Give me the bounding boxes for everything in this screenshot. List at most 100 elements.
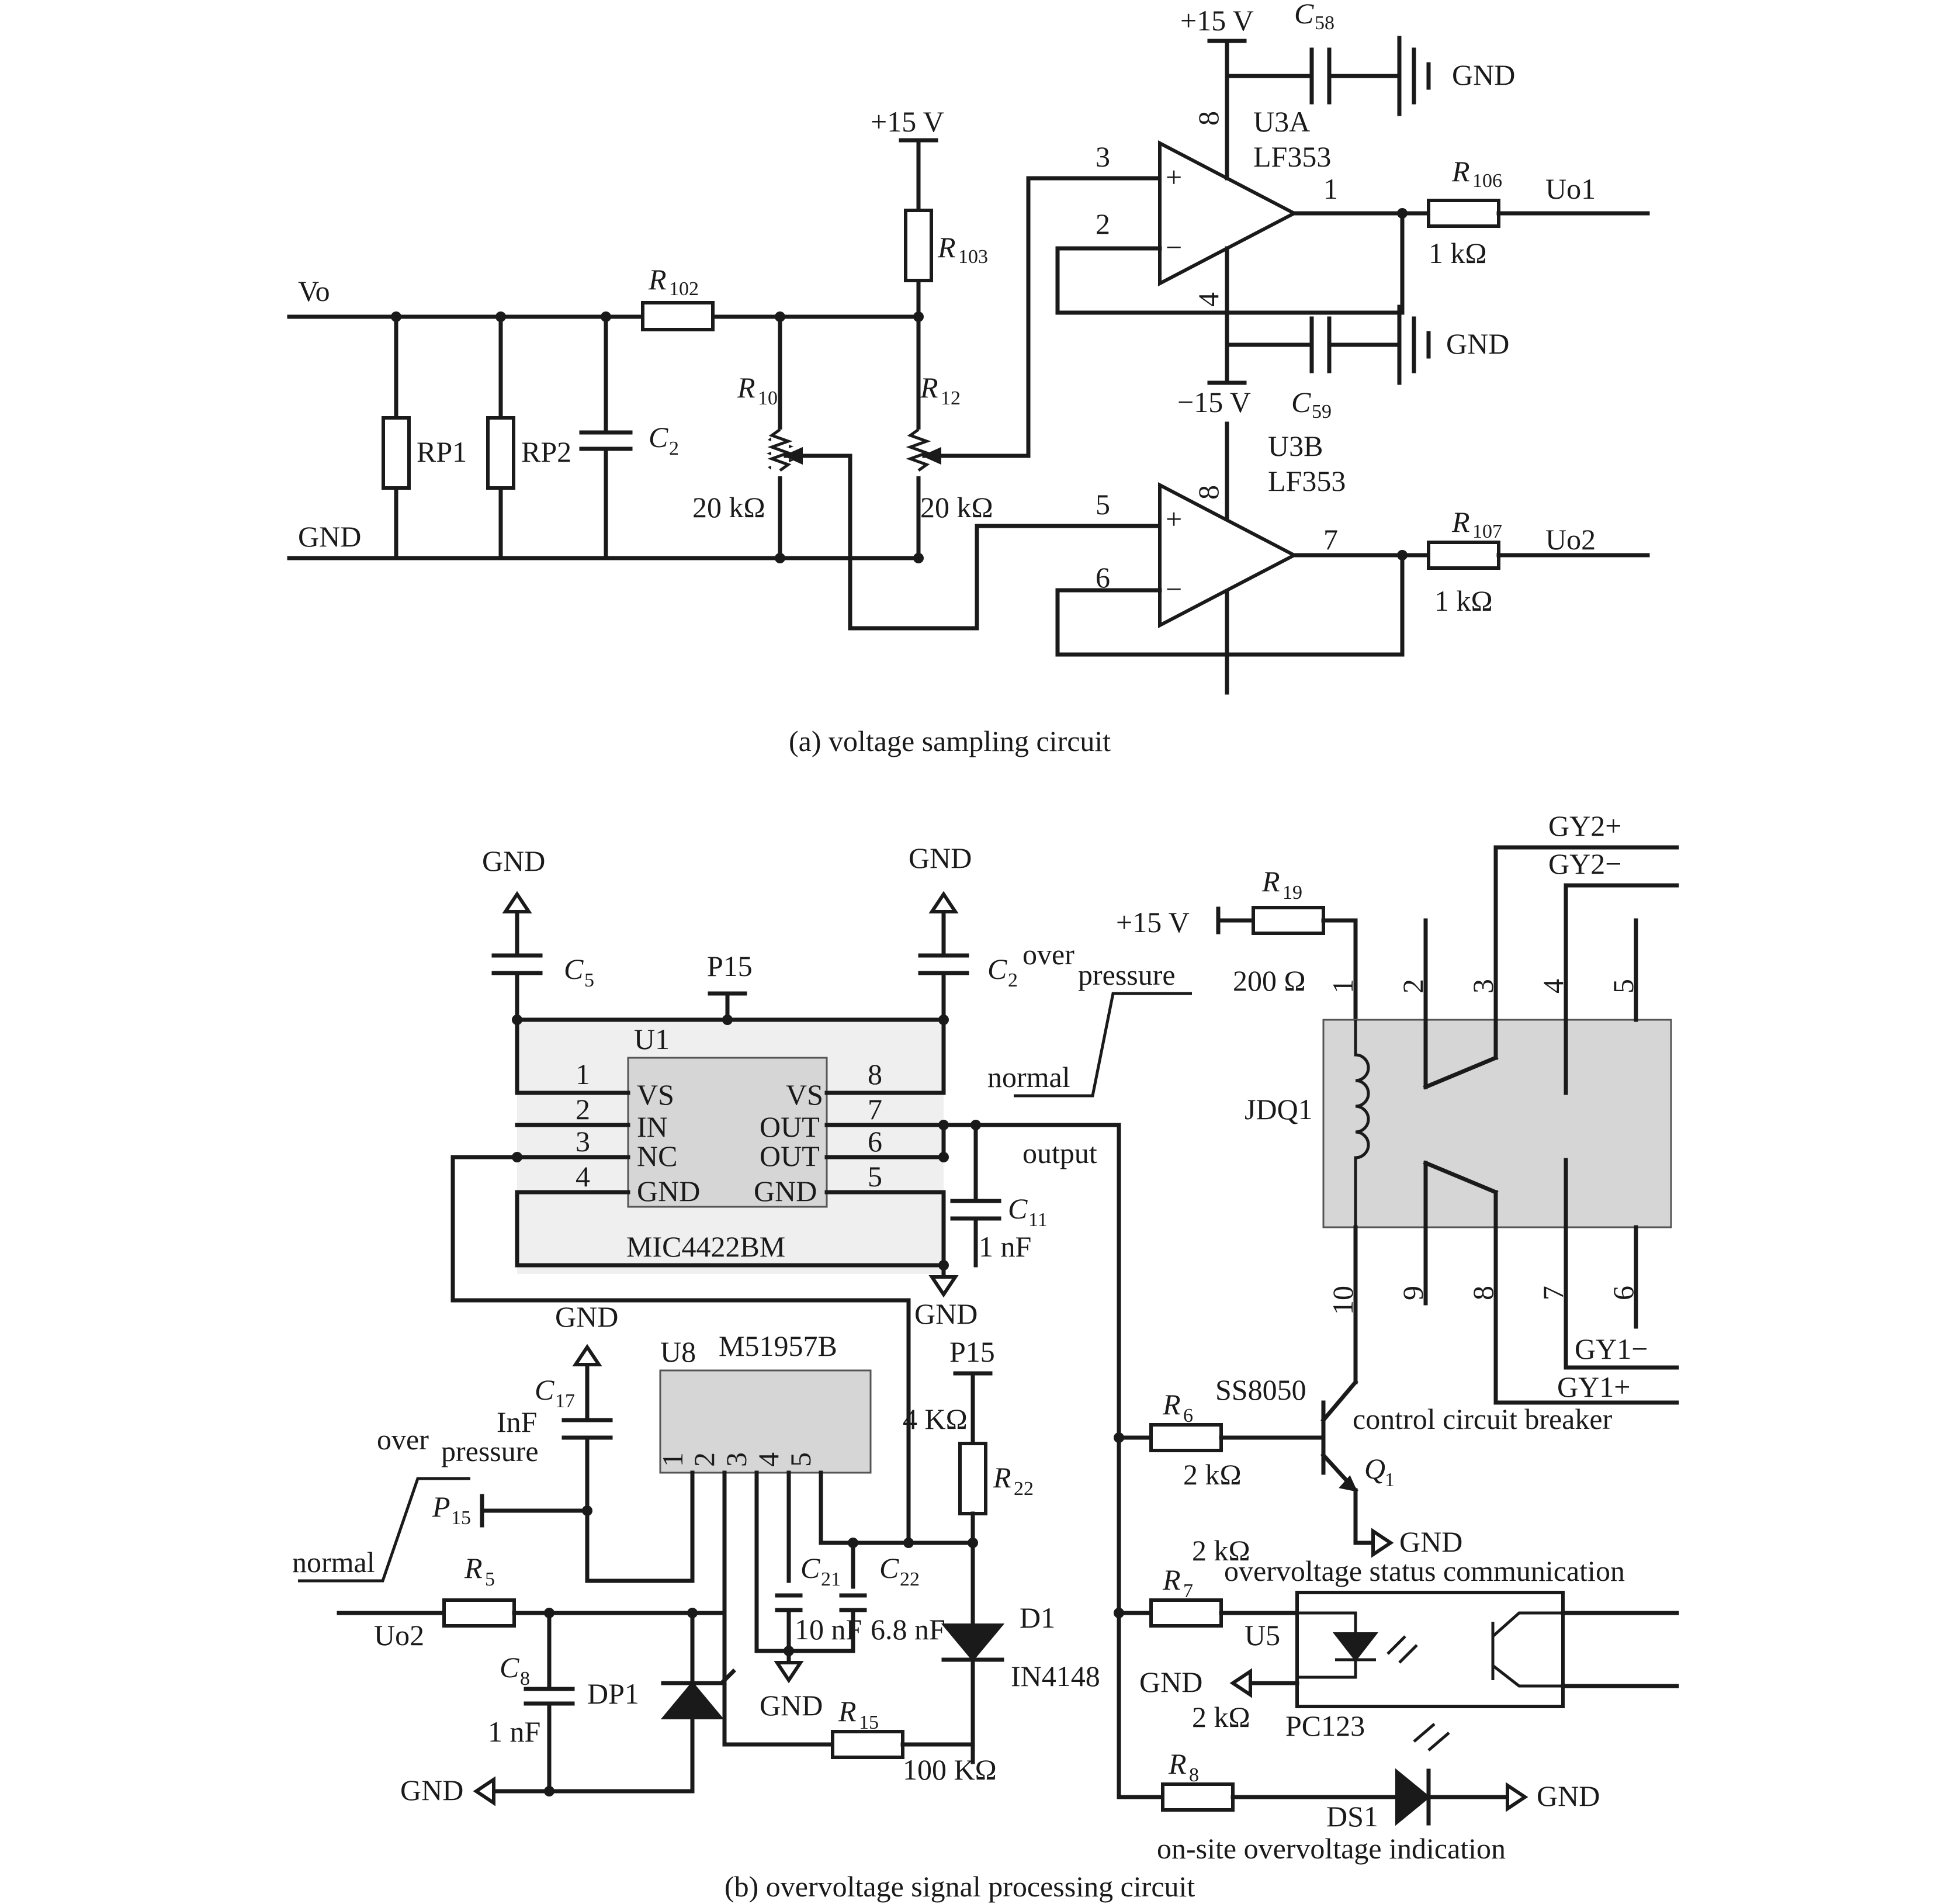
u1-pins: 1 2 3 4 VS IN NC GND 8 7 6 5 VS OUT OUT …: [576, 1058, 882, 1207]
caption-b: (b) overvoltage signal processing circui…: [725, 1870, 1195, 1903]
svg-text:R: R: [1168, 1747, 1187, 1780]
svg-text:6: 6: [1183, 1405, 1193, 1427]
u1-label: U1: [634, 1023, 670, 1055]
u3b-minus: −: [1166, 573, 1182, 605]
svg-text:R: R: [993, 1461, 1011, 1494]
gnd-c11-label: GND: [914, 1297, 978, 1330]
gy2p-label: GY2+: [1548, 809, 1621, 842]
onsite-label: on-site overvoltage indication: [1157, 1832, 1506, 1865]
overvoltage-comm-label: overvoltage status communication: [1224, 1555, 1625, 1587]
u3b-label: U3B: [1268, 430, 1323, 462]
ds1-label: DS1: [1326, 1800, 1378, 1833]
p15-u1-label: P15: [707, 950, 753, 982]
svg-text:Q: Q: [1364, 1452, 1385, 1485]
svg-text:58: 58: [1315, 12, 1334, 34]
relay-pins-bottom: 10 9 8 7 6: [1326, 1286, 1639, 1315]
svg-text:5: 5: [485, 1569, 495, 1590]
gy1m-label: GY1−: [1575, 1332, 1648, 1365]
optocoupler-u5: [1295, 1591, 1565, 1708]
svg-text:106: 106: [1472, 170, 1502, 192]
svg-text:C: C: [649, 421, 668, 454]
dp1-label: DP1: [587, 1677, 639, 1710]
p15v-top-label: +15 V: [1180, 4, 1254, 37]
svg-text:4: 4: [752, 1452, 785, 1467]
svg-text:R: R: [648, 263, 667, 296]
u3a-minus: −: [1166, 231, 1182, 264]
p15v-mid-label: +15 V: [871, 105, 944, 138]
svg-text:4: 4: [576, 1160, 590, 1193]
svg-text:R: R: [1451, 155, 1470, 188]
svg-text:5: 5: [584, 970, 594, 991]
u5-label: U5: [1245, 1619, 1280, 1652]
svg-text:3: 3: [576, 1125, 590, 1158]
control-label: control circuit breaker: [1353, 1403, 1613, 1435]
relay-pins-top: 1 2 3 4 5: [1326, 979, 1639, 993]
resistor-r106: [1427, 199, 1500, 228]
sw2-pressure-label: pressure: [441, 1435, 539, 1467]
resistor-r19: [1252, 906, 1325, 935]
svg-text:C: C: [1291, 386, 1311, 418]
svg-text:1: 1: [1326, 979, 1359, 993]
svg-text:2: 2: [1396, 979, 1429, 993]
u3a-part: LF353: [1253, 140, 1331, 173]
svg-text:15: 15: [451, 1507, 471, 1529]
svg-text:1: 1: [1385, 1469, 1395, 1491]
pin-4: 4: [1192, 292, 1225, 307]
u3b-part: LF353: [1268, 465, 1346, 497]
r22-value: 4 KΩ: [903, 1403, 968, 1435]
uo2-label-b: Uo2: [374, 1619, 424, 1652]
u3b-plus: +: [1166, 503, 1182, 535]
svg-text:R: R: [1162, 1563, 1181, 1596]
svg-text:C: C: [500, 1651, 519, 1684]
u1-part: MIC4422BM: [626, 1230, 785, 1263]
d1-part: IN4148: [1011, 1660, 1100, 1692]
sw-over-label: over: [1022, 938, 1074, 971]
svg-text:R: R: [464, 1552, 483, 1584]
gy1p-label: GY1+: [1557, 1370, 1630, 1403]
svg-text:NC: NC: [637, 1140, 677, 1172]
r12-value: 20 kΩ: [920, 491, 993, 524]
svg-text:59: 59: [1312, 401, 1332, 423]
u3a-label: U3A: [1253, 105, 1310, 138]
resistor-r8: [1161, 1782, 1235, 1812]
c11-value: 1 nF: [979, 1230, 1031, 1263]
resistor-r15: [831, 1730, 904, 1759]
svg-text:3: 3: [1467, 979, 1499, 993]
svg-text:OUT: OUT: [760, 1110, 820, 1143]
svg-text:C: C: [879, 1552, 899, 1584]
svg-text:4: 4: [1537, 979, 1569, 993]
c21-value: 10 nF: [795, 1613, 862, 1646]
svg-text:C: C: [1008, 1192, 1028, 1225]
svg-text:22: 22: [900, 1569, 920, 1590]
svg-text:IN: IN: [637, 1110, 668, 1143]
r10-value: 20 kΩ: [692, 491, 765, 524]
svg-text:P: P: [432, 1490, 450, 1523]
svg-text:2: 2: [688, 1452, 720, 1467]
p15v-label-b: +15 V: [1116, 906, 1190, 939]
overvoltage-processing-circuit: U1 MIC4422BM 1 2 3 4 VS IN NC GND 8 7 6 …: [292, 208, 1679, 1903]
svg-text:9: 9: [1396, 1286, 1429, 1300]
pc123-label: PC123: [1285, 1709, 1365, 1742]
svg-text:15: 15: [859, 1712, 879, 1733]
svg-text:8: 8: [520, 1668, 530, 1690]
svg-text:11: 11: [1028, 1209, 1048, 1231]
gnd-q1-label: GND: [1399, 1525, 1462, 1558]
svg-text:8: 8: [868, 1058, 882, 1091]
sw-pressure-label: pressure: [1078, 958, 1176, 991]
gnd-u5-label: GND: [1139, 1666, 1202, 1698]
r15-value: 100 KΩ: [903, 1753, 997, 1786]
pin-8a: 8: [1192, 111, 1225, 126]
rp1-label: RP1: [417, 435, 467, 468]
jdq1-label: JDQ1: [1245, 1093, 1313, 1126]
